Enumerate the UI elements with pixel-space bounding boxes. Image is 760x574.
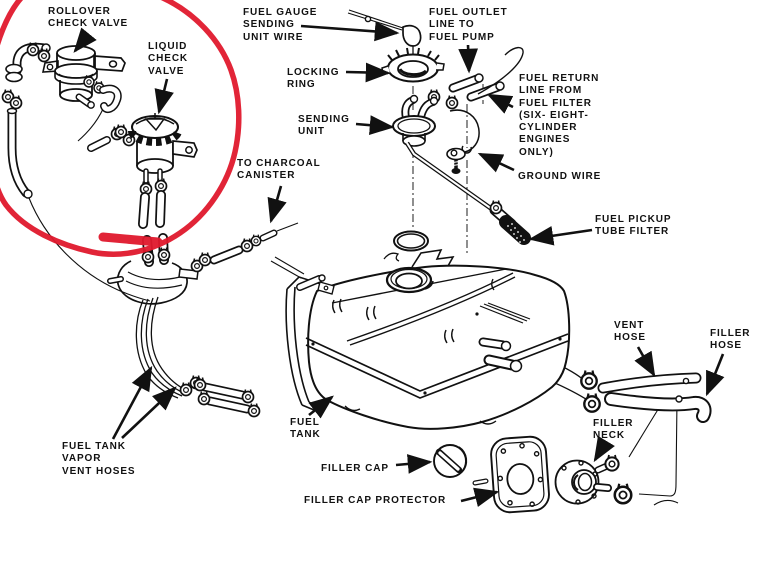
protector-screw bbox=[475, 481, 486, 483]
vapor-vent-hose-junction bbox=[110, 238, 261, 418]
label-filler-neck: FILLER NECK bbox=[593, 418, 634, 442]
label-fuel-pickup-tube-filter: FUEL PICKUP TUBE FILTER bbox=[595, 214, 672, 238]
label-arrows bbox=[73, 21, 725, 507]
label-liquid-check-valve: LIQUID CHECK VALVE bbox=[148, 41, 189, 77]
label-fuel-gauge-sending-unit-wire: FUEL GAUGE SENDING UNIT WIRE bbox=[243, 7, 318, 43]
tank-corner-fitting bbox=[300, 274, 326, 287]
liquid-check-valve-drawing bbox=[114, 113, 198, 224]
red-circle bbox=[0, 0, 242, 257]
label-fuel-tank: FUEL TANK bbox=[290, 417, 321, 441]
vent-filler-hoses bbox=[580, 369, 704, 417]
fuel-tank-drawing bbox=[285, 248, 571, 430]
label-filler-cap-protector: FILLER CAP PROTECTOR bbox=[304, 495, 447, 506]
label-locking-ring: LOCKING RING bbox=[287, 67, 340, 91]
label-rollover-check-valve: ROLLOVER CHECK VALVE bbox=[48, 6, 129, 30]
label-fuel-outlet-line: FUEL OUTLET LINE TO FUEL PUMP bbox=[429, 7, 508, 43]
filler-cap-drawing bbox=[433, 444, 468, 478]
label-fuel-return-line: FUEL RETURN LINE FROM FUEL FILTER (SIX- … bbox=[519, 73, 600, 158]
filler-neck-drawing bbox=[554, 453, 633, 505]
label-fuel-tank-vapor-vent-hoses: FUEL TANK VAPOR VENT HOSES bbox=[62, 441, 136, 477]
label-sending-unit: SENDING UNIT bbox=[298, 114, 350, 138]
label-filler-hose: FILLER HOSE bbox=[710, 328, 751, 352]
tank-side-fittings bbox=[483, 342, 523, 373]
rollover-check-valve-drawing bbox=[1, 41, 126, 199]
label-filler-cap: FILLER CAP bbox=[321, 463, 389, 474]
ground-wire-drawing bbox=[446, 109, 480, 174]
sending-unit-assembly bbox=[364, 15, 531, 252]
fuel-pickup-filter-drawing bbox=[499, 215, 531, 245]
label-to-charcoal-canister: TO CHARCOAL CANISTER bbox=[237, 158, 321, 182]
red-circle-annotation bbox=[0, 0, 242, 257]
filler-cap-protector-drawing bbox=[490, 435, 550, 514]
charcoal-canister-line bbox=[190, 233, 275, 273]
label-ground-wire: GROUND WIRE bbox=[518, 171, 602, 182]
red-underline bbox=[98, 232, 163, 247]
label-vent-hose: VENT HOSE bbox=[614, 320, 646, 344]
